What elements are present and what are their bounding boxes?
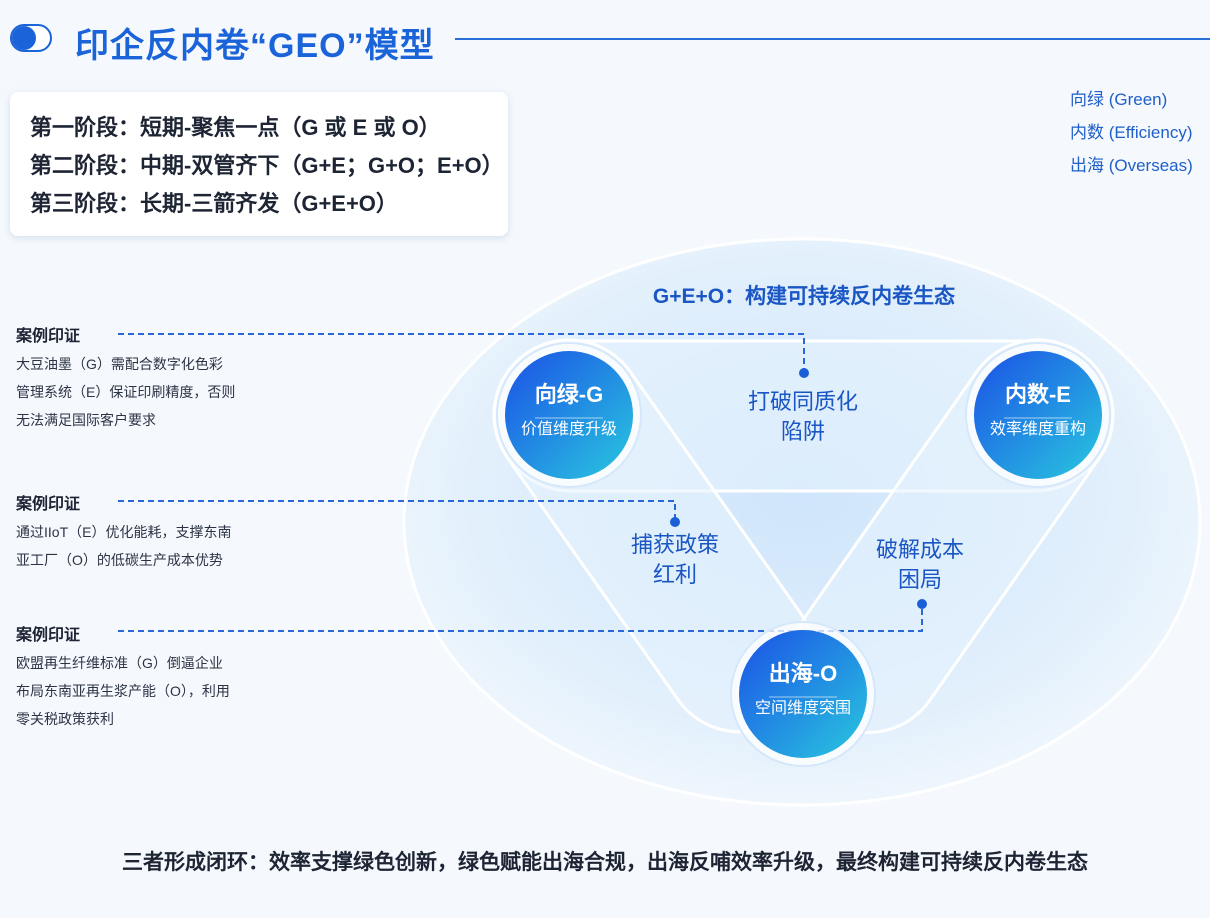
legend-item-green: 向绿 (Green) xyxy=(1070,90,1168,109)
node-e-subtitle: 效率维度重构 xyxy=(989,421,1086,438)
node-g xyxy=(496,342,642,488)
leader-line-3 xyxy=(118,599,927,632)
summary-text: 三者形成闭环：效率支撑绿色创新，绿色赋能出海合规，出海反哺效率升级，最终构建可持… xyxy=(122,851,1088,874)
node-e-title: 内数-E xyxy=(1004,382,1071,407)
leader-line-2 xyxy=(118,500,680,527)
edge-label-e-o-line1: 破解成本 xyxy=(875,537,964,562)
edge-label-e-o: 破解成本 困局 xyxy=(855,535,985,595)
node-g-subtitle: 价值维度升级 xyxy=(520,421,617,438)
node-o-subtitle: 空间维度突围 xyxy=(754,700,851,717)
toggle-icon xyxy=(10,24,52,52)
leader-line-1 xyxy=(118,333,809,378)
case-1-text: 大豆油墨（G）需配合数字化色彩管理系统（E）保证印刷精度，否则无法满足国际客户要… xyxy=(16,356,236,428)
case-1: 案例印证 大豆油墨（G）需配合数字化色彩管理系统（E）保证印刷精度，否则无法满足… xyxy=(16,322,256,434)
edge-label-g-o-line1: 捕获政策 xyxy=(630,532,719,557)
edge-label-g-e: 打破同质化 陷阱 xyxy=(733,387,873,447)
node-o-text: 出海-O 空间维度突围 xyxy=(743,659,863,721)
case-3-title: 案例印证 xyxy=(16,627,81,644)
stage-2: 第二阶段：中期-双管齐下（G+E；G+O；E+O） xyxy=(30,153,504,178)
stage-1: 第一阶段：短期-聚焦一点（G 或 E 或 O） xyxy=(30,115,441,140)
legend: 向绿 (Green) 内数 (Efficiency) 出海 (Overseas) xyxy=(1070,88,1193,187)
node-g-title: 向绿-G xyxy=(534,382,604,407)
node-e xyxy=(965,342,1111,488)
page-title: 印企反内卷“GEO”模型 xyxy=(75,27,435,65)
case-2-title: 案例印证 xyxy=(16,496,81,513)
edge-label-g-o: 捕获政策 红利 xyxy=(610,530,740,590)
edge-label-g-e-line1: 打破同质化 xyxy=(747,389,858,414)
node-e-text: 内数-E 效率维度重构 xyxy=(978,380,1098,442)
case-2: 案例印证 通过IIoT（E）优化能耗，支撑东南亚工厂（O）的低碳生产成本优势 xyxy=(16,490,256,574)
ecosystem-label: G+E+O：构建可持续反内卷生态 xyxy=(652,285,956,308)
title-bar: 印企反内卷“GEO”模型 xyxy=(10,18,1210,65)
edge-label-e-o-line2: 困局 xyxy=(897,567,942,592)
case-1-title: 案例印证 xyxy=(16,328,81,345)
legend-item-overseas: 出海 (Overseas) xyxy=(1070,156,1193,175)
edge-label-g-o-line2: 红利 xyxy=(652,562,697,587)
case-3-text: 欧盟再生纤维标准（G）倒逼企业布局东南亚再生浆产能（O），利用零关税政策获利 xyxy=(16,655,230,727)
title-divider xyxy=(455,38,1210,40)
case-2-text: 通过IIoT（E）优化能耗，支撑东南亚工厂（O）的低碳生产成本优势 xyxy=(16,524,232,568)
case-3: 案例印证 欧盟再生纤维标准（G）倒逼企业布局东南亚再生浆产能（O），利用零关税政… xyxy=(16,621,256,733)
node-g-text: 向绿-G 价值维度升级 xyxy=(509,380,629,442)
node-o-title: 出海-O xyxy=(768,661,838,686)
stage-3: 第三阶段：长期-三箭齐发（G+E+O） xyxy=(30,191,398,216)
stages-card: 第一阶段：短期-聚焦一点（G 或 E 或 O） 第二阶段：中期-双管齐下（G+E… xyxy=(10,92,508,236)
legend-item-efficiency: 内数 (Efficiency) xyxy=(1070,123,1193,142)
node-o xyxy=(730,621,876,767)
edge-label-g-e-line2: 陷阱 xyxy=(780,419,825,444)
